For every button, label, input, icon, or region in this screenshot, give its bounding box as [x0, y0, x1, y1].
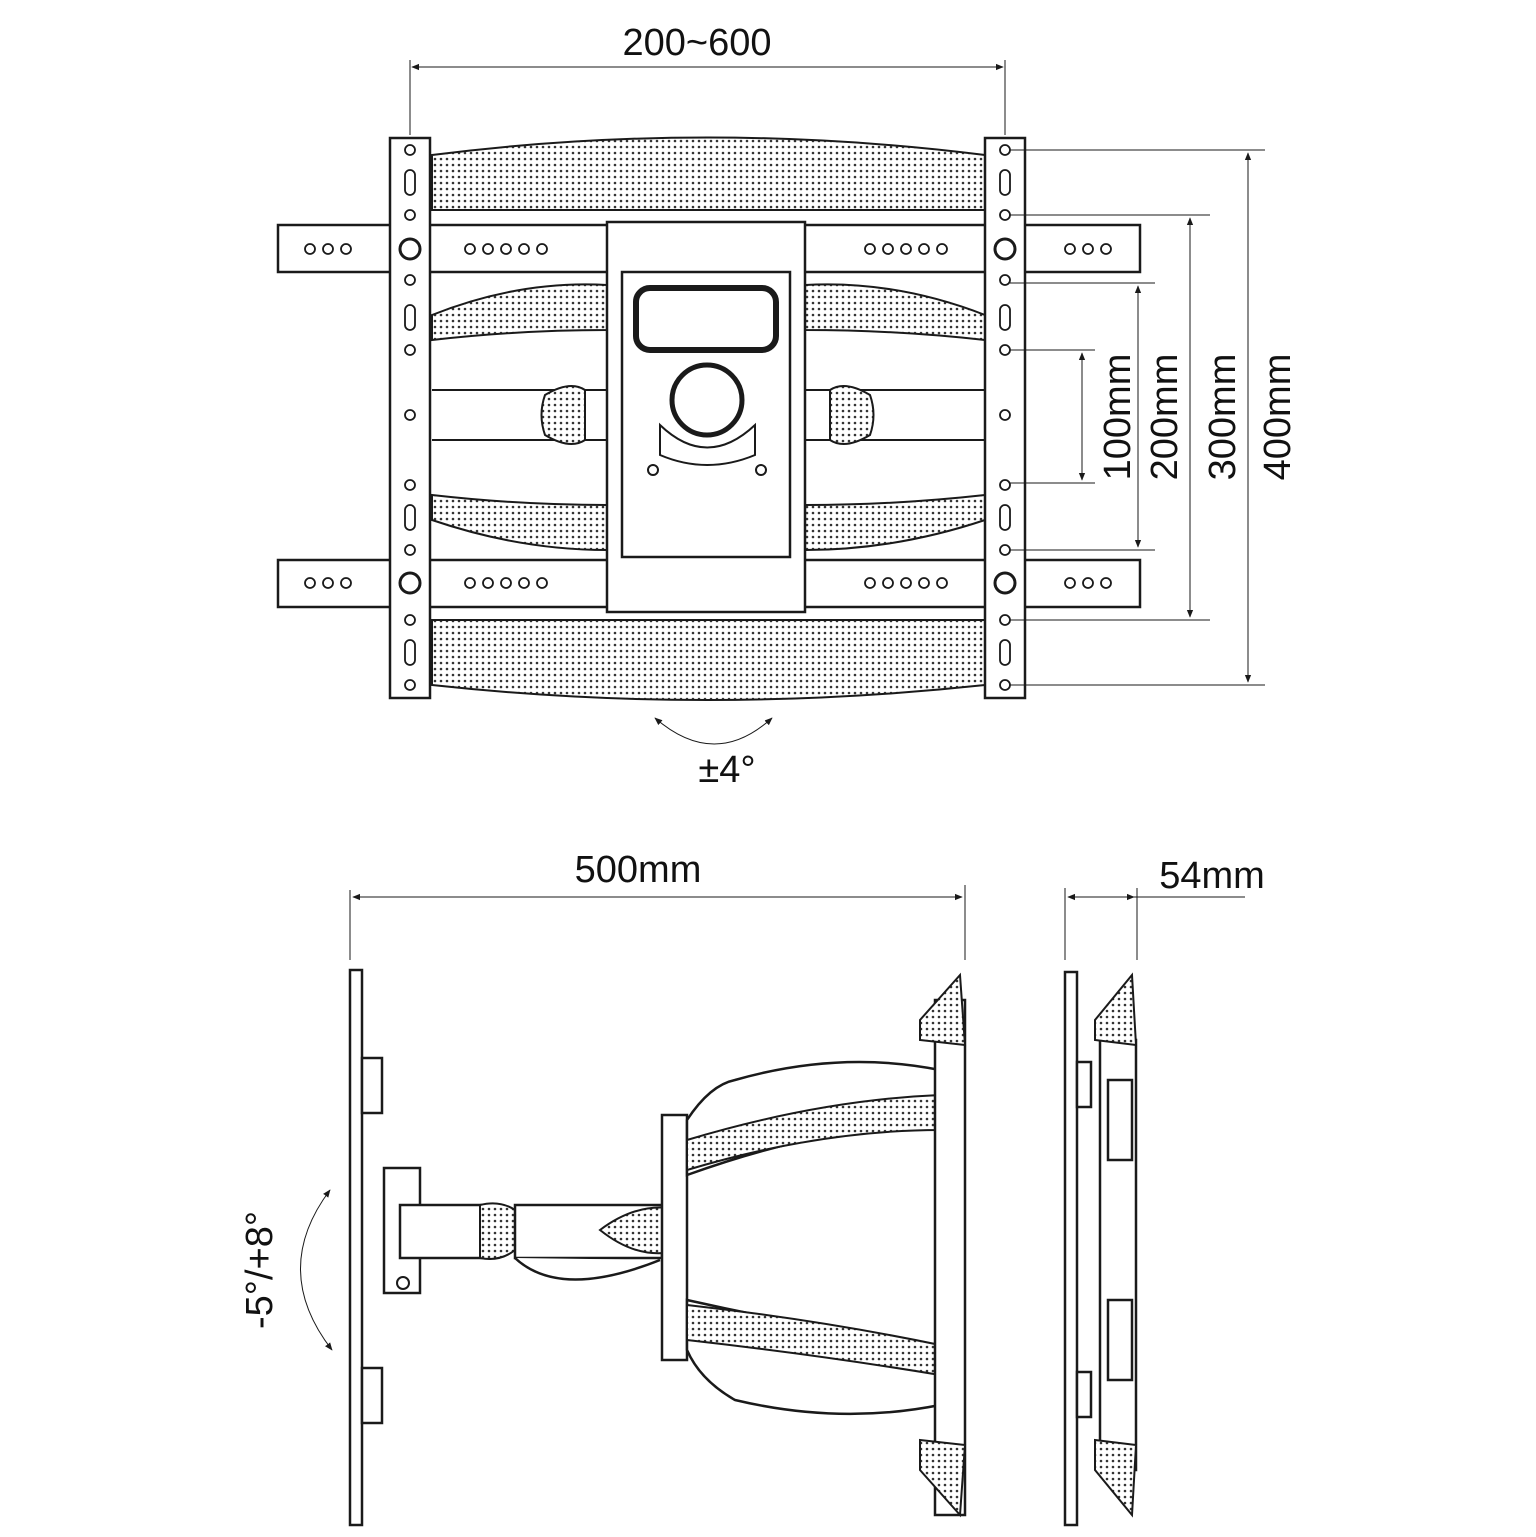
label-300mm: 300mm	[1202, 354, 1244, 481]
wall-plate-side	[933, 998, 967, 1517]
label-400mm: 400mm	[1257, 354, 1299, 481]
tilt-label: -5°/+8°	[239, 1211, 281, 1329]
upper-left-arm	[431, 283, 608, 342]
swivel-label: ±4°	[698, 749, 755, 791]
lower-left-arm	[431, 493, 608, 552]
extension-label: 500mm	[575, 849, 702, 891]
depth-label: 54mm	[1159, 855, 1265, 897]
right-vertical-bracket	[983, 136, 1027, 700]
label-100mm: 100mm	[1097, 354, 1139, 481]
profile-view: 54mm	[1063, 855, 1265, 1527]
swivel-arrow-icon	[654, 717, 773, 745]
tilt-arrow-icon	[300, 1189, 333, 1351]
profile-tv-plate	[1063, 970, 1079, 1527]
upper-right-arm	[804, 283, 986, 342]
lower-right-arm	[804, 493, 986, 552]
top-arm-cover	[431, 136, 986, 211]
left-vertical-bracket	[388, 136, 432, 700]
front-view: 200~600	[276, 22, 1299, 791]
elbow-joint	[660, 1113, 689, 1362]
bottom-arm-cover	[431, 619, 986, 701]
label-200mm: 200mm	[1144, 354, 1186, 481]
width-range-label: 200~600	[623, 22, 772, 64]
tv-plate	[348, 968, 364, 1527]
side-view: 500mm -5°/+8°	[239, 849, 967, 1527]
